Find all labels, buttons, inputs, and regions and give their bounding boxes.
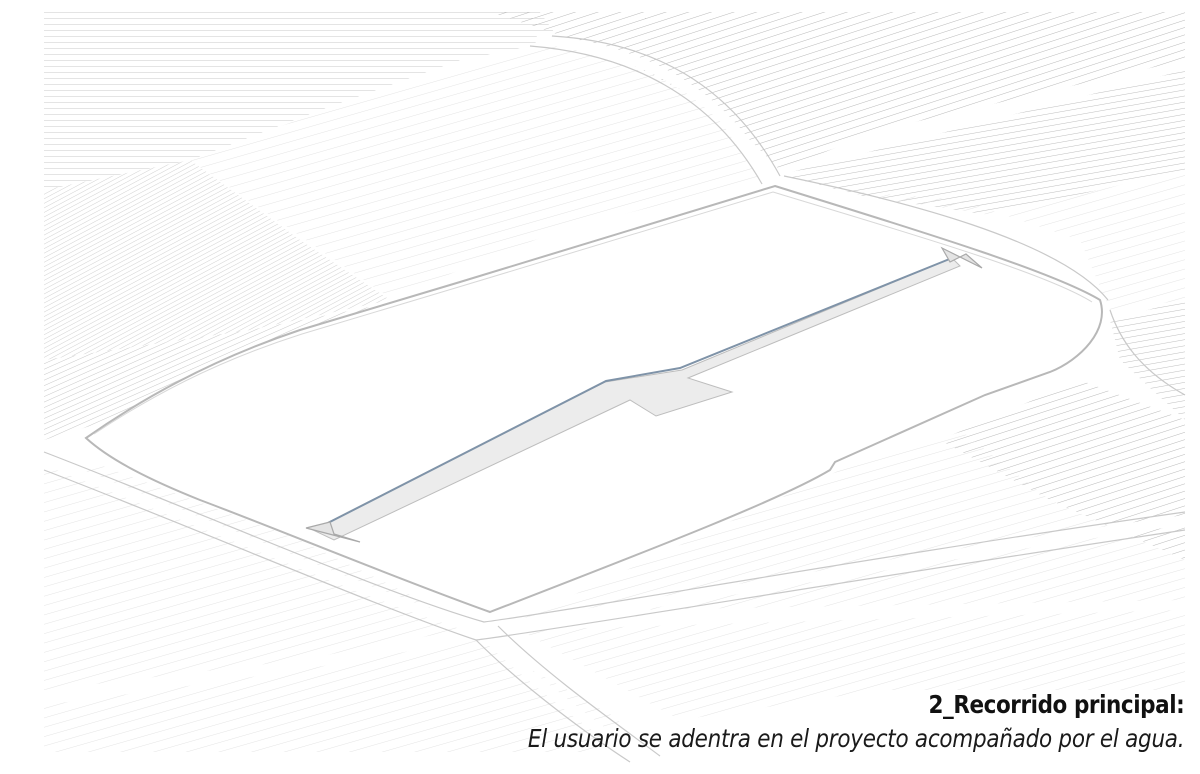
- route-water-edge: [319, 257, 953, 528]
- field-right-middle: [1110, 300, 1185, 420]
- field-lower-left-a: [44, 465, 460, 690]
- field-lower-right-a: [520, 430, 1185, 620]
- arrowhead-start: [305, 521, 361, 543]
- field-upper-inner: [190, 45, 760, 298]
- field-lower-left-b: [44, 640, 620, 752]
- caption-text: El usuario se adentra en el proyecto aco…: [527, 724, 1185, 753]
- background-fields: [44, 12, 1185, 752]
- road-diagonal-bottom: [475, 625, 645, 765]
- field-top-left: [44, 12, 560, 190]
- field-left-strip: [44, 305, 380, 440]
- caption: 2_Recorrido principal: El usuario se ade…: [421, 688, 1185, 756]
- road-edges: [43, 35, 1186, 763]
- route-band: [311, 257, 961, 541]
- field-top-center: [490, 12, 1185, 170]
- road-right: [775, 175, 1105, 310]
- road-curve-top: [535, 35, 775, 185]
- arrowhead-end: [940, 246, 983, 269]
- field-top-right: [780, 70, 1185, 215]
- roads: [39, 35, 1190, 765]
- road-left: [39, 627, 485, 705]
- field-lower-right-b: [520, 610, 1185, 720]
- field-right-upper: [830, 170, 1185, 310]
- field-right-lower: [940, 380, 1185, 560]
- field-upper-left-band: [44, 160, 390, 360]
- main-plot-inner-edge: [93, 191, 1093, 435]
- caption-title: 2_Recorrido principal:: [928, 690, 1184, 719]
- road-lower: [39, 455, 1190, 636]
- principal-route: [305, 246, 983, 543]
